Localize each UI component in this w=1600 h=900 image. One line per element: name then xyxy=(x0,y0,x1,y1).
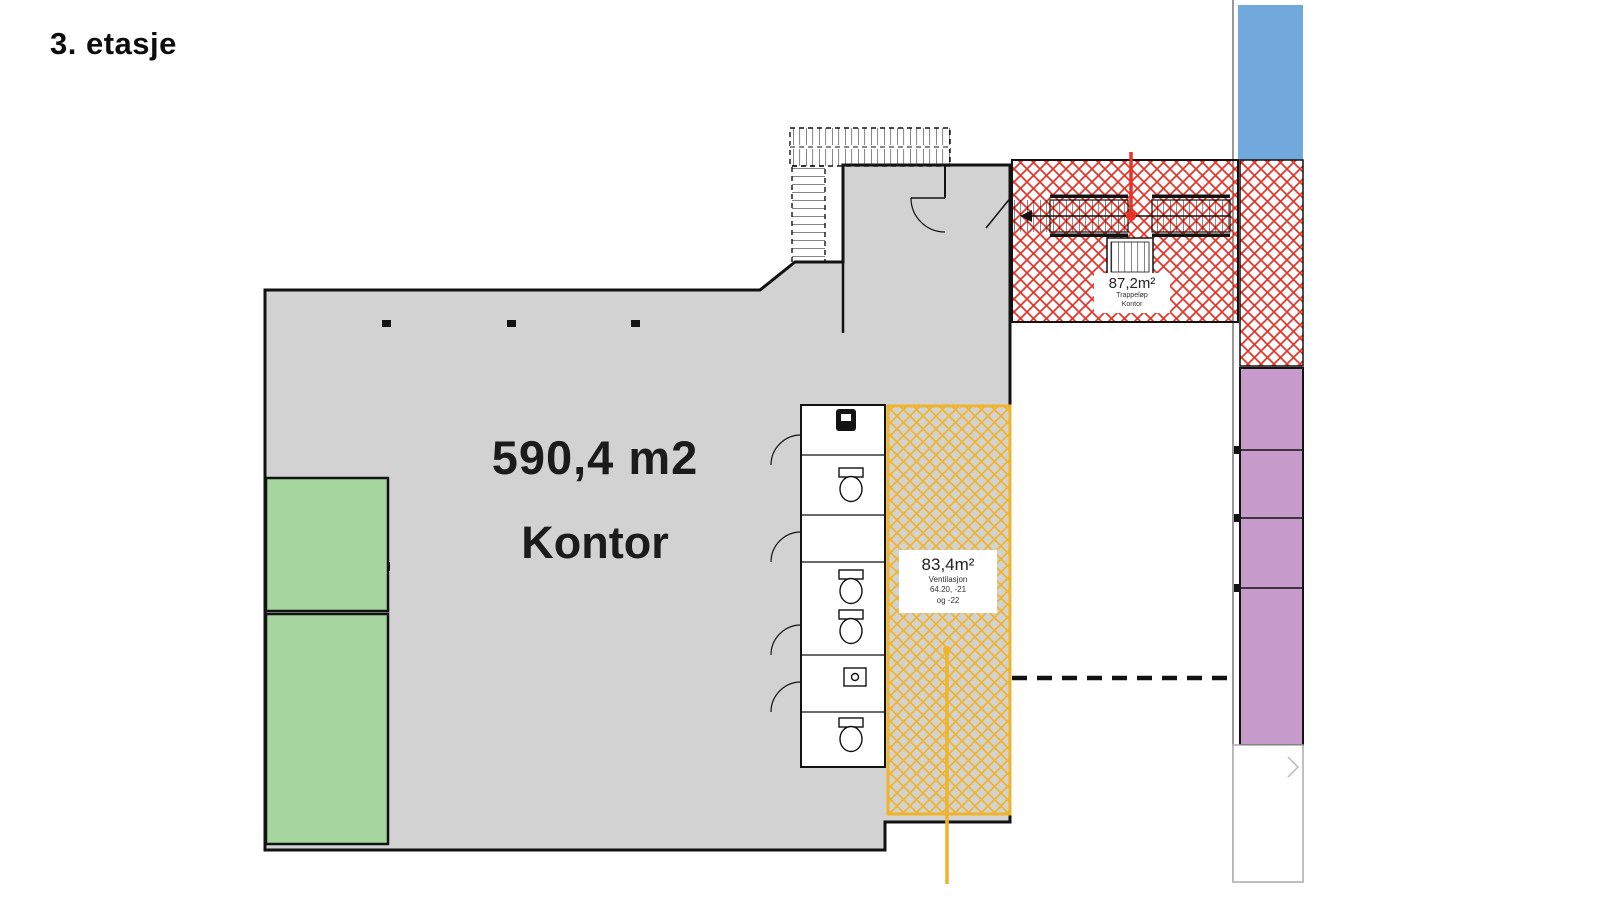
toilet-bowl xyxy=(839,577,863,605)
red-marker-dot xyxy=(1126,211,1136,221)
bottom-right-room xyxy=(1232,744,1304,883)
chevron-mark xyxy=(1287,756,1300,778)
handrail xyxy=(1152,233,1230,237)
stairwell-label: 87,2m² Trappeløp Kontor xyxy=(1094,273,1170,313)
urinal-icon-slot xyxy=(841,414,851,421)
handrails xyxy=(1050,194,1230,237)
sink-drain xyxy=(850,672,860,682)
toilet-tank xyxy=(838,569,864,580)
toilet-bowl xyxy=(839,725,863,753)
purple-zone xyxy=(1239,367,1304,746)
office-area-text: 590,4 m2 xyxy=(491,431,699,484)
upper-stair-flight xyxy=(789,127,951,263)
floor-title: 3. etasje xyxy=(50,26,177,61)
toilet-rooms xyxy=(770,404,886,768)
sink xyxy=(843,667,867,687)
stairwell-name-text: Trappeløp xyxy=(1116,292,1148,299)
stairwell-stairs xyxy=(985,194,1231,277)
door-arc xyxy=(770,531,802,563)
winder-wall xyxy=(985,195,1013,229)
wall-nub xyxy=(1234,514,1241,522)
office-label: 590,4 m2 Kontor xyxy=(430,430,760,569)
stairwell-zone-right xyxy=(1239,159,1304,367)
wall-tick xyxy=(631,320,640,327)
stair-flight-side xyxy=(791,165,826,263)
door-arc xyxy=(770,681,802,713)
toilet-tank xyxy=(838,467,864,478)
corridor-door xyxy=(910,165,946,233)
wall-nub xyxy=(1234,584,1241,592)
ventilation-detail-text: og -22 xyxy=(936,595,960,605)
office-name-text: Kontor xyxy=(521,517,669,568)
ventilation-name-text: Ventilasjon xyxy=(928,575,968,584)
elevator-shaft-inner xyxy=(1110,241,1150,273)
ventilation-area-text: 83,4m² xyxy=(921,555,975,574)
handrail xyxy=(1050,233,1128,237)
door-arc xyxy=(910,197,946,233)
purple-zone-dividers xyxy=(1240,449,1303,589)
toilet-bowl xyxy=(839,617,863,645)
stairwell-detail-text: Kontor xyxy=(1121,300,1143,308)
stall-partitions xyxy=(801,454,885,713)
door-arc xyxy=(770,434,802,466)
toilet-fixtures xyxy=(838,467,867,753)
handrail xyxy=(1050,194,1128,198)
wall-nub xyxy=(1234,446,1241,454)
blue-zone xyxy=(1238,5,1303,160)
toilet-bowl xyxy=(839,475,863,503)
green-zone-lower xyxy=(264,612,390,846)
wall-tick xyxy=(382,320,391,327)
stall-doors xyxy=(770,434,802,713)
green-zone-upper xyxy=(264,476,390,613)
purple-wall-nubs xyxy=(1234,446,1241,592)
wall-tick xyxy=(507,320,516,327)
ventilation-label: 83,4m² Ventilasjon 64.20, -21 og -22 xyxy=(899,550,997,614)
stairwell-area-text: 87,2m² xyxy=(1108,275,1156,292)
toilet-tank xyxy=(838,717,864,728)
handrail xyxy=(1152,194,1230,198)
toilet-tank xyxy=(838,609,864,620)
ventilation-detail-text: 64.20, -21 xyxy=(929,585,967,595)
stair-direction-arrow xyxy=(1020,210,1032,222)
door-arc xyxy=(770,624,802,656)
